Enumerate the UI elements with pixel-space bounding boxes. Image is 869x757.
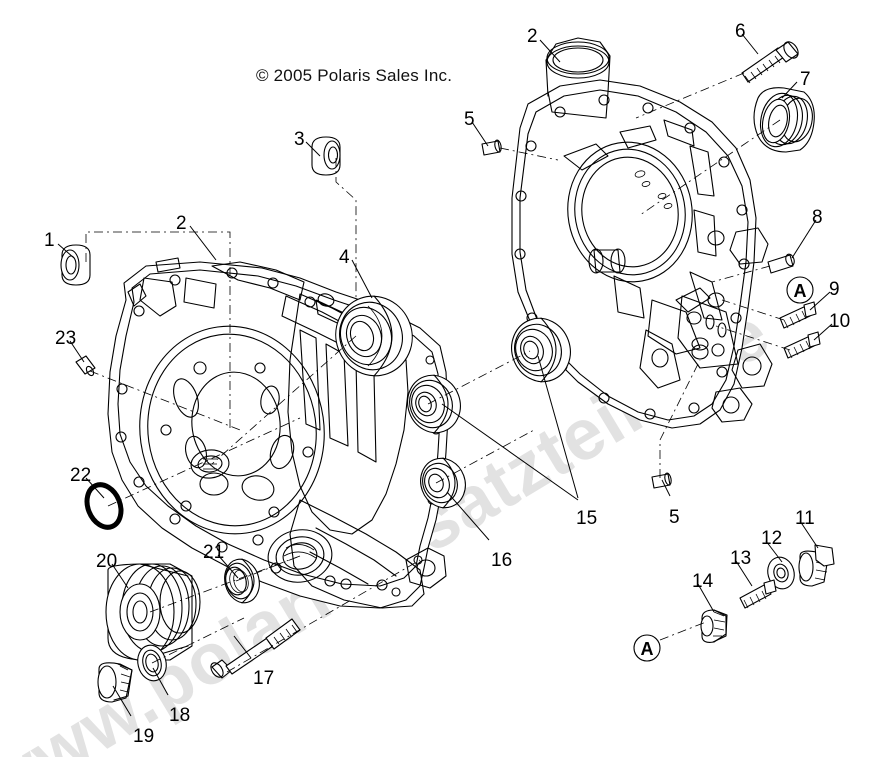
- o-ring-part-22: [84, 482, 124, 530]
- callout-number-18: 18: [169, 705, 191, 726]
- ball-bearing-part-15-upper: [511, 317, 571, 383]
- callout-number-10: 10: [829, 311, 851, 332]
- callout-number-5T: 5: [464, 109, 475, 130]
- flange-bolt-part-17: [210, 618, 301, 679]
- callout-number-15: 15: [576, 508, 598, 529]
- oil-seal-part-7: [753, 87, 815, 153]
- assembly-centerlines: [85, 72, 791, 673]
- ball-bearing-part-4: [335, 295, 413, 377]
- callout-number-4: 4: [339, 247, 350, 268]
- drain-plug-part-19: [97, 662, 133, 703]
- callout-number-19: 19: [133, 726, 155, 747]
- callout-number-2L: 2: [176, 213, 187, 234]
- copyright-notice: © 2005 Polaris Sales Inc.: [256, 66, 453, 85]
- callout-number-9: 9: [829, 279, 840, 300]
- set-screw-part-9: [779, 301, 817, 329]
- callout-number-12: 12: [761, 528, 783, 549]
- callout-number-3: 3: [294, 129, 305, 150]
- set-screw-part-10: [783, 331, 821, 359]
- callout-number-8: 8: [812, 207, 823, 228]
- callout-number-7: 7: [800, 69, 811, 90]
- callout-number-6: 6: [735, 21, 746, 42]
- svg-text:A: A: [794, 281, 807, 301]
- reference-mark-A-bottom: A: [633, 634, 661, 662]
- flange-bolt-part-6: [741, 41, 799, 84]
- callout-number-2R: 2: [527, 26, 538, 47]
- bushing-part-1: [60, 244, 91, 286]
- pin-part-23: [75, 355, 96, 377]
- sleeve-part-3: [311, 136, 341, 176]
- reference-mark-A-right: A: [786, 276, 814, 304]
- callout-number-5B: 5: [669, 507, 680, 528]
- leader-lines: [57, 33, 833, 717]
- flange-screw-part-11: [798, 544, 835, 587]
- plug-screw-part-14: [700, 609, 728, 643]
- callout-number-13: 13: [730, 548, 752, 569]
- set-screw-part-13: [739, 579, 777, 609]
- callout-number-16: 16: [491, 550, 513, 571]
- callout-number-14: 14: [692, 571, 714, 592]
- ball-bearing-part-16: [420, 457, 466, 509]
- callout-number-20: 20: [96, 551, 118, 572]
- callout-number-11: 11: [795, 508, 815, 529]
- callout-number-1: 1: [44, 230, 55, 251]
- dowel-pin-part-5-bottom: [651, 472, 672, 489]
- svg-text:A: A: [641, 639, 654, 659]
- dowel-pin-part-8: [767, 253, 795, 274]
- crankcase-half-right: [511, 37, 773, 429]
- callout-number-22: 22: [70, 465, 92, 486]
- callout-number-21: 21: [203, 542, 225, 563]
- callout-number-23: 23: [55, 328, 77, 349]
- callout-number-17: 17: [253, 668, 275, 689]
